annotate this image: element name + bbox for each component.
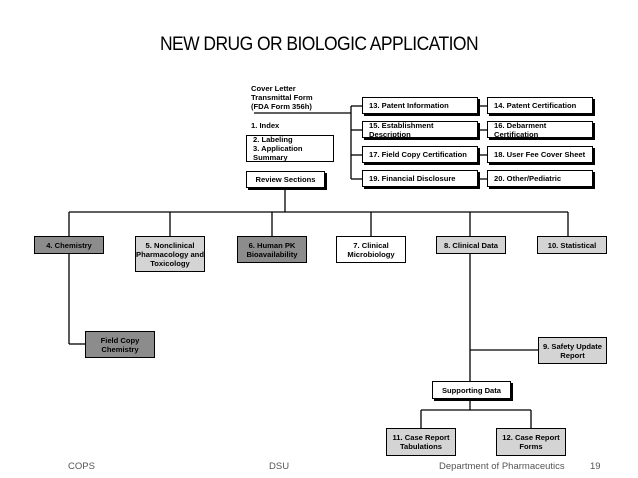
section-7-clinical-microbiology: 7. Clinical Microbiology <box>336 236 406 263</box>
item-18-user-fee-cover-sheet: 18. User Fee Cover Sheet <box>487 146 593 163</box>
section-4-chemistry: 4. Chemistry <box>34 236 104 254</box>
safety-update-report-box: 9. Safety Update Report <box>538 337 607 364</box>
supporting-data-box: Supporting Data <box>432 381 511 399</box>
section-8-clinical-data: 8. Clinical Data <box>436 236 506 254</box>
item-19-financial-disclosure: 19. Financial Disclosure <box>362 170 478 187</box>
index-text: 1. Index <box>251 121 280 130</box>
section-6-human-pk: 6. Human PK Bioavailability <box>237 236 307 263</box>
page-title: NEW DRUG OR BIOLOGIC APPLICATION <box>159 34 479 55</box>
item-16-debarment-certification: 16. Debarment Certification <box>487 121 593 139</box>
item-14-patent-certification: 14. Patent Certification <box>487 97 593 114</box>
section-10-statistical: 10. Statistical <box>537 236 607 254</box>
case-report-tabulations-box: 11. Case Report Tabulations <box>386 428 456 456</box>
page-number: 19 <box>590 461 601 472</box>
item-17-field-copy-certification: 17. Field Copy Certification <box>362 146 478 163</box>
field-copy-chemistry-box: Field Copy Chemistry <box>85 331 155 358</box>
review-sections-box: Review Sections <box>246 171 325 188</box>
footer-right: Department of Pharmaceutics <box>439 461 565 472</box>
case-report-forms-box: 12. Case Report Forms <box>496 428 566 456</box>
item-15-establishment-description: 15. Establishment Description <box>362 121 478 139</box>
cover-letter-text: Cover Letter Transmittal Form (FDA Form … <box>251 84 313 111</box>
item-20-other-pediatric: 20. Other/Pediatric <box>487 170 593 187</box>
item-13-patent-information: 13. Patent Information <box>362 97 478 114</box>
section-5-nonclinical: 5. Nonclinical Pharmacology and Toxicolo… <box>135 236 205 272</box>
labeling-summary-box: 2. Labeling 3. Application Summary <box>246 135 334 162</box>
footer-center: DSU <box>269 461 290 472</box>
footer-left: COPS <box>68 461 95 472</box>
